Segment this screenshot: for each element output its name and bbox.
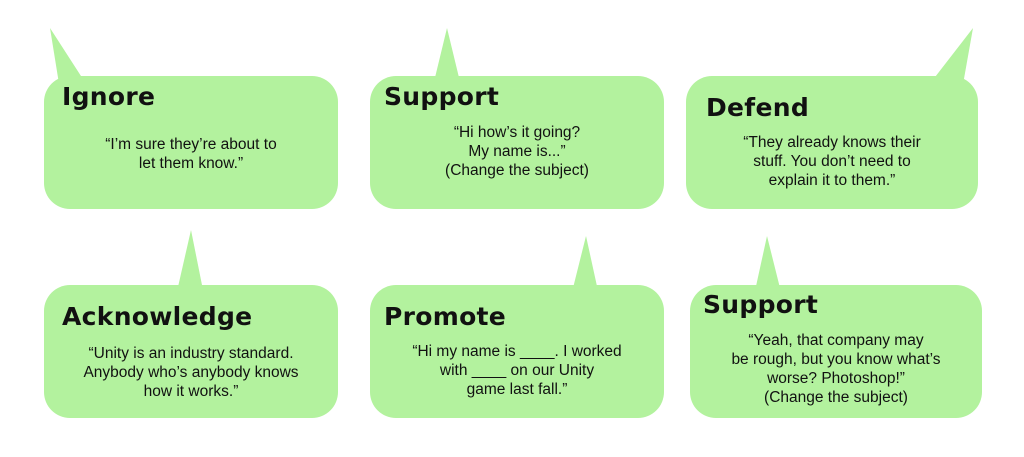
bubble-quote-promote: “Hi my name is ____. I worked with ____ … bbox=[370, 342, 664, 399]
bubble-tail-support-1 bbox=[432, 28, 462, 90]
quote-line: “Hi how’s it going? bbox=[453, 124, 581, 141]
bubble-tail-support-2 bbox=[753, 236, 783, 300]
bubble-quote-ignore: “I’m sure they’re about to let them know… bbox=[44, 135, 338, 173]
quote-line: “I’m sure they’re about to bbox=[105, 136, 277, 153]
quote-line: (Change the subject) bbox=[764, 389, 908, 406]
bubble-tail-defend bbox=[925, 28, 973, 90]
bubble-title-promote: Promote bbox=[384, 302, 507, 331]
speech-bubble-promote bbox=[370, 285, 664, 418]
quote-line: be rough, but you know what’s bbox=[731, 351, 941, 368]
quote-line: with ____ on our Unity bbox=[439, 362, 595, 379]
quote-line: “Unity is an industry standard. bbox=[88, 345, 294, 362]
bubble-title-acknowledge: Acknowledge bbox=[62, 302, 253, 331]
quote-line: “Yeah, that company may bbox=[748, 332, 924, 349]
bubble-title-defend: Defend bbox=[706, 93, 810, 122]
speech-bubble-defend bbox=[686, 76, 978, 209]
speech-bubble-support-2 bbox=[690, 285, 982, 418]
bubble-tail-ignore bbox=[50, 28, 90, 90]
bubble-quote-support-1: “Hi how’s it going? My name is...” (Chan… bbox=[370, 123, 664, 180]
quote-line: worse? Photoshop!” bbox=[767, 370, 905, 387]
speech-bubble-support-1 bbox=[370, 76, 664, 209]
quote-line: let them know.” bbox=[138, 155, 244, 172]
bubble-title-support-1: Support bbox=[384, 82, 500, 111]
quote-line: game last fall.” bbox=[466, 381, 568, 398]
speech-bubble-acknowledge bbox=[44, 285, 338, 418]
quote-line: (Change the subject) bbox=[445, 162, 589, 179]
speech-bubble-ignore bbox=[44, 76, 338, 209]
bubble-quote-support-2: “Yeah, that company may be rough, but yo… bbox=[690, 331, 982, 407]
quote-line: My name is...” bbox=[468, 143, 566, 160]
bubble-quote-defend: “They already knows their stuff. You don… bbox=[686, 133, 978, 190]
bubble-tail-promote bbox=[570, 236, 600, 300]
bubble-quote-acknowledge: “Unity is an industry standard. Anybody … bbox=[44, 344, 338, 401]
quote-line: “They already knows their bbox=[743, 134, 921, 151]
bubble-title-ignore: Ignore bbox=[62, 82, 156, 111]
quote-line: explain it to them.” bbox=[768, 172, 896, 189]
quote-line: “Hi my name is ____. I worked bbox=[412, 343, 622, 360]
bubble-title-support-2: Support bbox=[703, 290, 819, 319]
quote-line: Anybody who’s anybody knows bbox=[83, 364, 299, 381]
quote-line: stuff. You don’t need to bbox=[753, 153, 911, 170]
quote-line: how it works.” bbox=[143, 383, 239, 400]
bubble-tail-acknowledge bbox=[175, 230, 205, 300]
